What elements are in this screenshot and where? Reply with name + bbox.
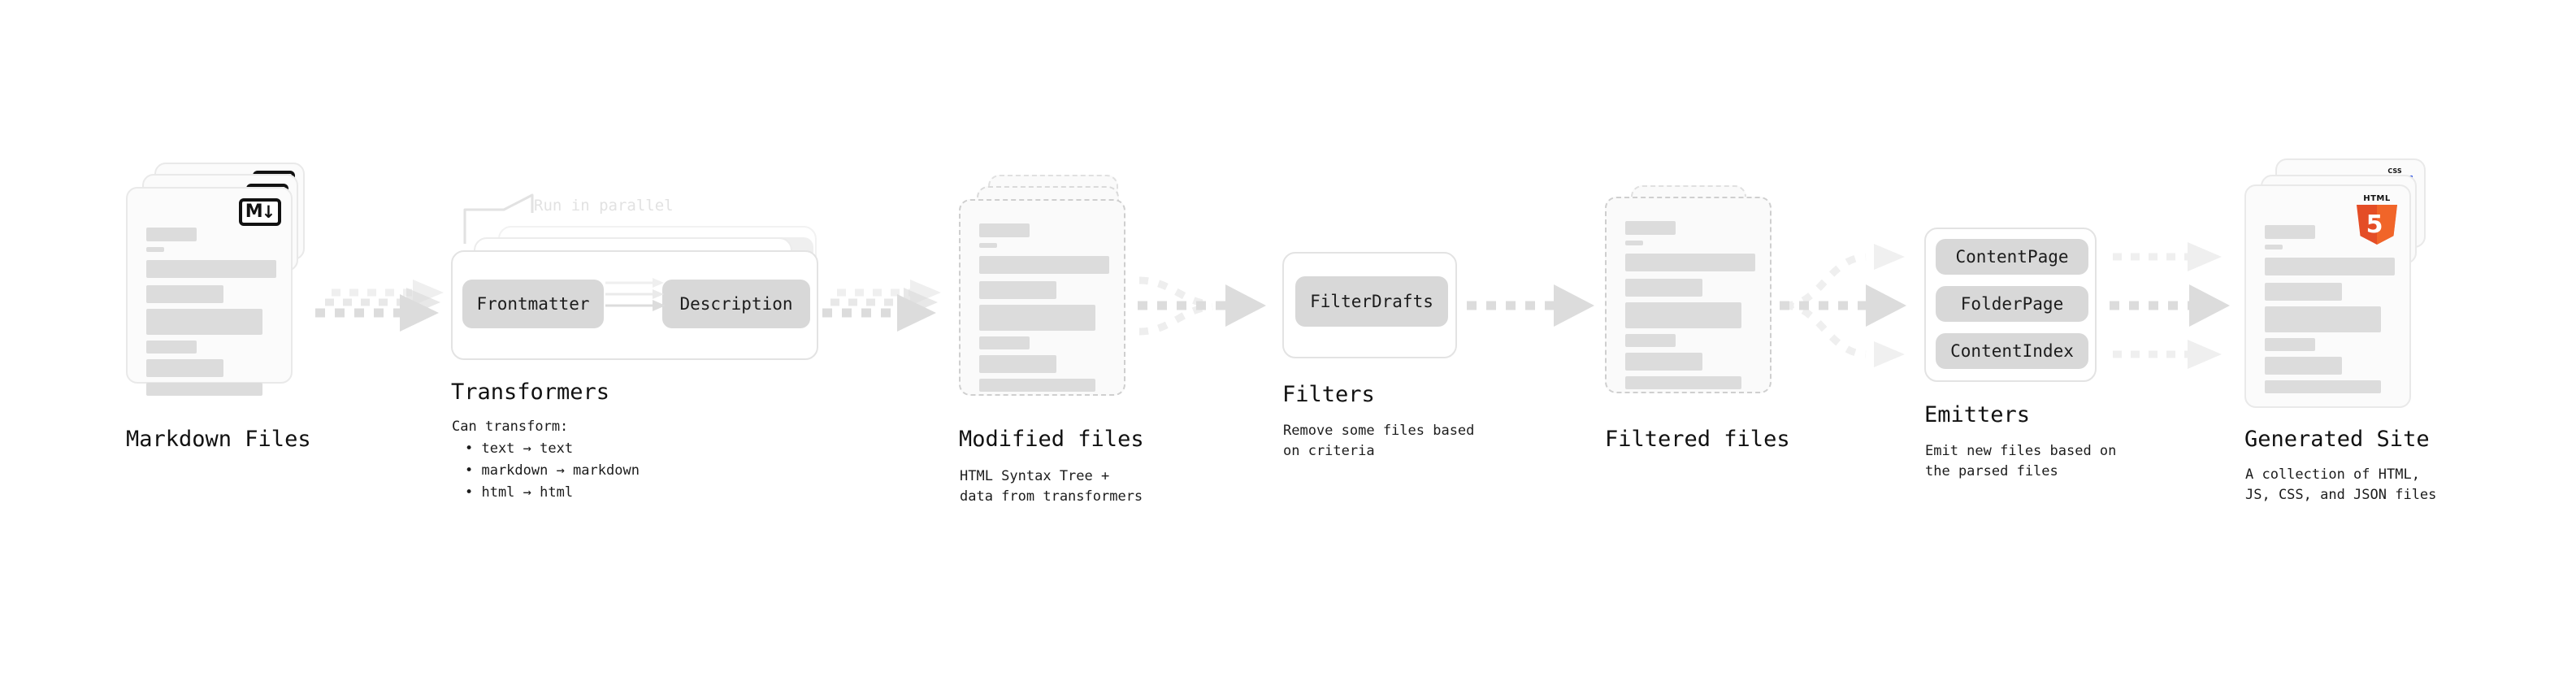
skeleton-line: [146, 383, 262, 396]
skeleton-line: [1625, 334, 1676, 347]
transformer-inner-arrows: [605, 278, 666, 311]
markdown-badge-front: M↓: [239, 198, 281, 226]
filter-chip-label: FilterDrafts: [1310, 292, 1433, 311]
markdown-badge-letter: M: [245, 202, 263, 222]
generated-site-subtitle: A collection of HTML, JS, CSS, and JSON …: [2245, 466, 2437, 503]
skeleton-line: [979, 256, 1109, 274]
filters-subtitle: Remove some files based on criteria: [1283, 423, 1475, 459]
run-in-parallel-label: Run in parallel: [534, 197, 674, 215]
markdown-files-title: Markdown Files: [126, 427, 311, 452]
skeleton-line: [1625, 302, 1741, 328]
modified-files-title: Modified files: [959, 427, 1144, 452]
modified-card-stack: [959, 175, 1146, 410]
transformer-chip-description[interactable]: Description: [662, 280, 810, 328]
skeleton-line: [1625, 254, 1755, 271]
transformers-bullet-3: • html → html: [465, 484, 574, 501]
markdown-badge-arrow-icon: ↓: [261, 202, 276, 222]
skeleton-line: [979, 355, 1056, 373]
filters-title: Filters: [1282, 382, 1375, 407]
skeleton-line: [2265, 245, 2283, 249]
stage-modified-files: [959, 175, 1146, 410]
site-card-stack: CSS HTML 5: [2244, 158, 2439, 408]
skeleton-line: [979, 305, 1095, 331]
emitter-chip-label: ContentIndex: [1950, 341, 2074, 361]
skeleton-line: [2265, 338, 2315, 351]
transformers-subtitle: Can transform:: [452, 419, 569, 435]
skeleton-line: [2265, 258, 2395, 275]
transformer-chip-label: Description: [679, 294, 793, 314]
stage-generated-site: CSS HTML 5: [2244, 158, 2439, 408]
filtered-card-front: [1605, 197, 1772, 393]
arrow-filtered-to-emitters: [1780, 244, 1906, 367]
transformer-chip-label: Frontmatter: [476, 294, 590, 314]
emitters-subtitle: Emit new files based on the parsed files: [1925, 443, 2117, 479]
emitters-title: Emitters: [1924, 402, 2031, 427]
stage-transformers: Frontmatter Description: [443, 187, 833, 366]
transformers-box-front: Frontmatter Description: [451, 250, 818, 360]
stage-markdown-files: M↓ M↓ M↓: [126, 163, 313, 398]
emitter-chip-folderpage[interactable]: FolderPage: [1936, 286, 2088, 322]
skeleton-line: [2265, 306, 2381, 332]
emitters-box: ContentPage FolderPage ContentIndex: [1924, 228, 2097, 382]
transformers-title: Transformers: [451, 380, 610, 405]
html5-shield-icon: [2357, 205, 2397, 245]
arrow-emitters-to-site: [2110, 242, 2230, 369]
skeleton-line: [146, 309, 262, 335]
skeleton-line: [1625, 241, 1643, 245]
generated-site-title: Generated Site: [2244, 427, 2430, 452]
arrow-modified-to-filters: [1138, 276, 1266, 336]
emitter-chip-contentpage[interactable]: ContentPage: [1936, 239, 2088, 275]
skeleton-line: [1625, 376, 1741, 389]
markdown-card-front: M↓: [126, 187, 293, 396]
skeleton-line: [2265, 380, 2381, 393]
arrow-transformers-to-modified: [822, 280, 941, 332]
filter-chip-filterdrafts[interactable]: FilterDrafts: [1295, 276, 1448, 327]
skeleton-line: [979, 281, 1056, 299]
skeleton-line: [2265, 225, 2315, 239]
transformers-bullet-2: • markdown → markdown: [465, 462, 640, 479]
stage-filtered-files: [1605, 185, 1792, 421]
html5-badge: HTML 5: [2354, 194, 2400, 245]
site-card-front-html: HTML 5: [2244, 184, 2411, 408]
skeleton-line: [146, 359, 223, 377]
arrow-filters-to-filtered: [1467, 284, 1594, 327]
markdown-card-stack: M↓ M↓ M↓: [126, 163, 313, 398]
skeleton-line: [146, 340, 197, 354]
skeleton-line: [1625, 221, 1676, 235]
html5-badge-label: HTML: [2363, 194, 2391, 203]
emitter-chip-contentindex[interactable]: ContentIndex: [1936, 333, 2088, 369]
skeleton-line: [979, 243, 997, 248]
modified-card-front: [959, 199, 1125, 396]
skeleton-line: [146, 260, 276, 278]
emitter-chip-label: ContentPage: [1955, 247, 2069, 267]
arrow-markdown-to-transformers: [315, 280, 444, 332]
skeleton-line: [979, 336, 1030, 349]
html5-badge-number: 5: [2366, 210, 2383, 239]
transformer-chip-frontmatter[interactable]: Frontmatter: [462, 280, 604, 328]
skeleton-line: [146, 247, 164, 252]
skeleton-line: [1625, 353, 1702, 371]
filtered-card-stack: [1605, 185, 1792, 421]
transformers-bullet-1: • text → text: [465, 440, 574, 457]
skeleton-line: [2265, 357, 2342, 375]
skeleton-line: [979, 379, 1095, 392]
skeleton-line: [2265, 283, 2342, 301]
css-badge-label: CSS: [2387, 167, 2402, 175]
skeleton-line: [146, 285, 223, 303]
filters-box: FilterDrafts: [1282, 252, 1457, 358]
skeleton-line: [1625, 279, 1702, 297]
emitter-chip-label: FolderPage: [1960, 294, 2064, 314]
modified-files-subtitle: HTML Syntax Tree + data from transformer…: [960, 468, 1143, 505]
skeleton-line: [979, 223, 1030, 237]
filtered-files-title: Filtered files: [1605, 427, 1790, 452]
skeleton-line: [146, 228, 197, 241]
